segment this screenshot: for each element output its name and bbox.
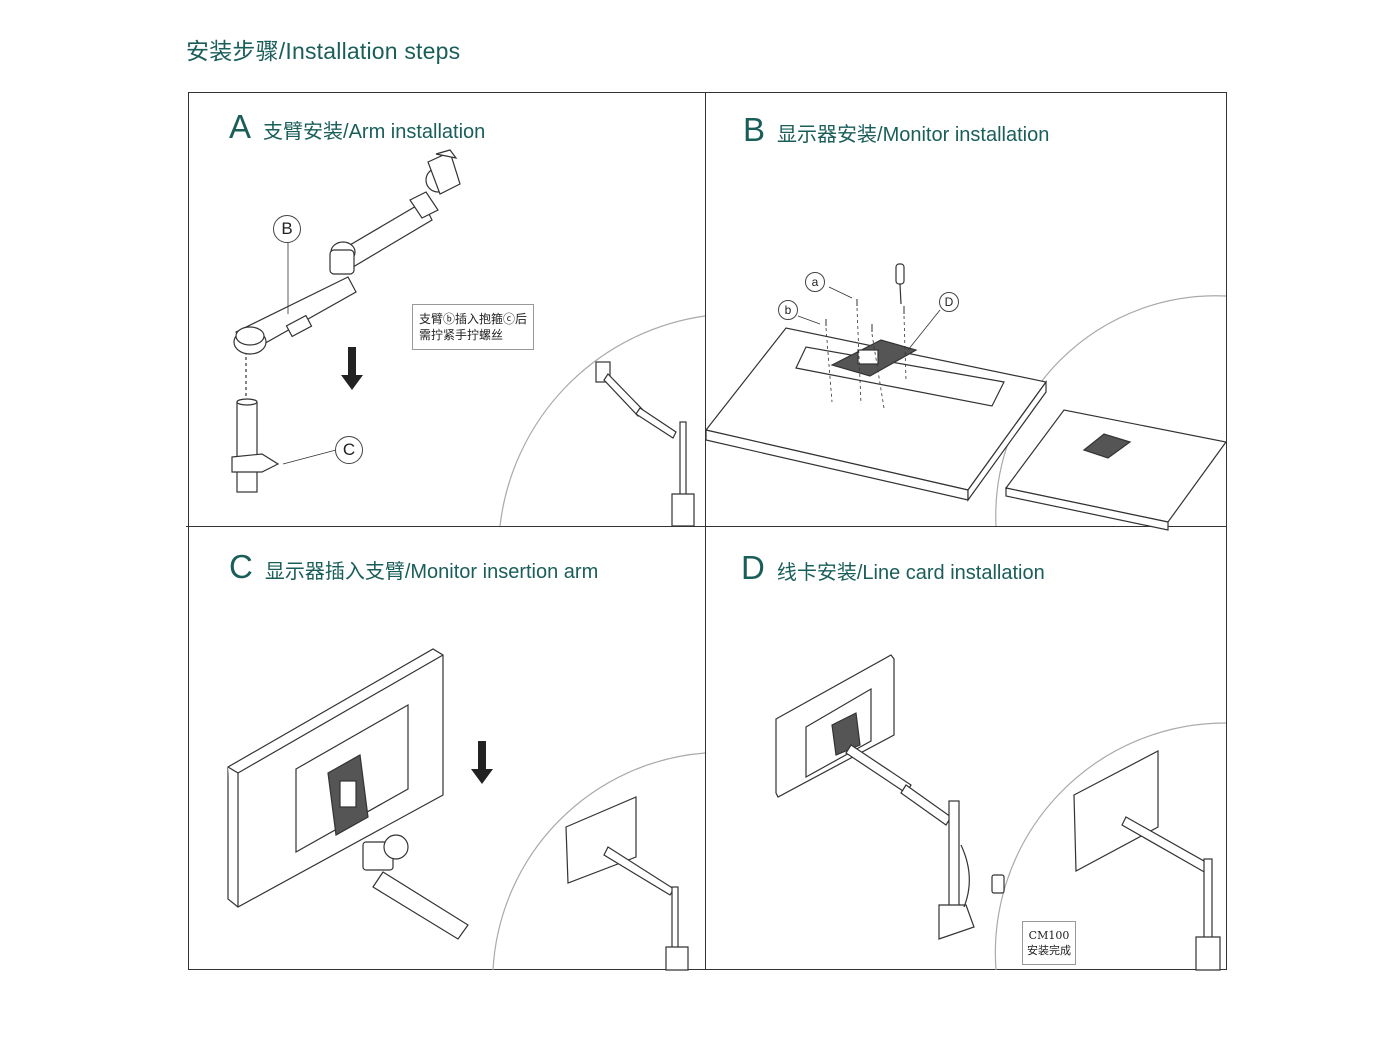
callout-c: C (335, 436, 363, 464)
step-a-heading: A 支臂安装/Arm installation (229, 110, 485, 144)
step-c-letter: C (229, 548, 253, 585)
page-title: 安装步骤/Installation steps (186, 38, 461, 64)
step-d-letter: D (741, 549, 765, 586)
step-d-label: 线卡安装/Line card installation (776, 562, 1045, 584)
monitor-insertion-illustration (227, 648, 706, 971)
step-d-heading: D 线卡安装/Line card installation (741, 551, 1045, 585)
step-a-letter: A (229, 108, 252, 145)
step-b-heading: B 显示器安装/Monitor installation (743, 113, 1049, 147)
steps-grid (188, 92, 1227, 970)
completion-text: 安装完成 (1027, 944, 1071, 957)
arm-installation-illustration (231, 149, 706, 527)
completion-box: CM100 安装完成 (1022, 921, 1076, 965)
grid-divider-vertical (705, 92, 706, 970)
callout-b-screw: b (778, 300, 798, 320)
step-a-label: 支臂安装/Arm installation (263, 121, 486, 143)
step-b-label: 显示器安装/Monitor installation (777, 124, 1050, 146)
arm-note-line-1: 支臂ⓑ插入抱箍ⓒ后 (419, 312, 528, 326)
grid-divider-horizontal (186, 526, 1226, 527)
step-b-letter: B (743, 111, 766, 148)
callout-b: B (273, 215, 301, 243)
monitor-installation-illustration (704, 263, 1228, 531)
arm-note-line-2: 需拧紧手拧螺丝 (419, 328, 504, 342)
callout-d: D (939, 292, 959, 312)
arm-note: 支臂ⓑ插入抱箍ⓒ后 需拧紧手拧螺丝 (412, 304, 535, 350)
callout-a: a (805, 272, 825, 292)
step-c-label: 显示器插入支臂/Monitor insertion arm (264, 561, 599, 583)
line-card-illustration (775, 654, 1227, 971)
completion-model: CM100 (1028, 929, 1070, 942)
step-c-heading: C 显示器插入支臂/Monitor insertion arm (229, 550, 598, 584)
